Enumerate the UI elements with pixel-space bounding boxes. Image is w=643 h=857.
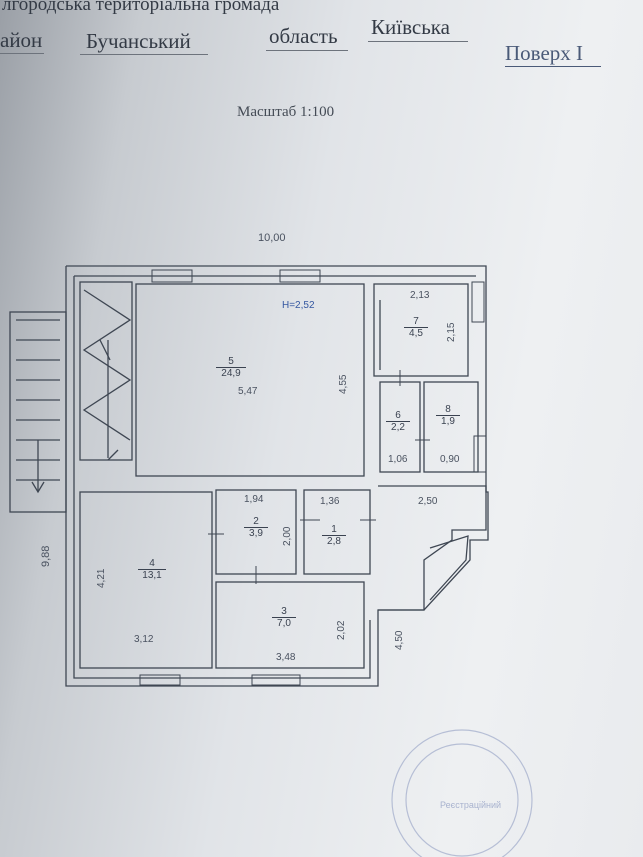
room-4 bbox=[79, 491, 213, 669]
room-7-width: 2,13 bbox=[410, 290, 430, 301]
room-label-5: 5 24,9 bbox=[216, 356, 246, 379]
room-3-depth: 2,02 bbox=[336, 620, 347, 640]
district-value: Бучанський bbox=[86, 29, 191, 53]
annex bbox=[378, 485, 487, 611]
room-7 bbox=[373, 283, 469, 377]
overall-width-label: 10,00 bbox=[258, 232, 286, 244]
room-1 bbox=[303, 489, 371, 575]
region-label-underline bbox=[266, 50, 348, 51]
district-label: айон bbox=[0, 28, 43, 52]
room-area: 3,9 bbox=[249, 528, 263, 539]
room-8 bbox=[423, 381, 479, 473]
community-title: лгородська територіальна громада bbox=[2, 0, 280, 15]
room-number: 2 bbox=[244, 516, 268, 528]
room-number: 4 bbox=[138, 558, 166, 570]
overall-depth-label: 9,88 bbox=[40, 545, 52, 567]
room-area: 7,0 bbox=[277, 618, 291, 629]
region-value-underline bbox=[368, 41, 468, 42]
room-1-width: 1,36 bbox=[320, 496, 340, 507]
room-number: 8 bbox=[436, 404, 460, 416]
room-5-width: 5,47 bbox=[238, 386, 258, 397]
room-3 bbox=[215, 581, 365, 669]
room-2-width: 1,94 bbox=[244, 494, 264, 505]
room-label-4: 4 13,1 bbox=[138, 558, 166, 581]
stamp-text: Реєстраційний bbox=[440, 800, 502, 810]
room-6-width: 1,06 bbox=[388, 454, 408, 465]
room-label-1: 1 2,8 bbox=[322, 524, 346, 547]
room-7-depth: 2,15 bbox=[446, 322, 457, 342]
room-5 bbox=[135, 283, 365, 477]
room-label-6: 6 2,2 bbox=[386, 410, 410, 433]
room-area: 24,9 bbox=[221, 368, 241, 379]
annex-width: 2,50 bbox=[418, 496, 438, 507]
room-label-7: 7 4,5 bbox=[404, 316, 428, 339]
room-area: 2,2 bbox=[391, 422, 405, 433]
exterior-stair bbox=[9, 311, 67, 513]
region-label: область bbox=[269, 24, 338, 48]
room-number: 6 bbox=[386, 410, 410, 422]
room-number: 5 bbox=[216, 356, 246, 368]
room-5-depth: 4,55 bbox=[338, 374, 349, 394]
room-label-2: 2 3,9 bbox=[244, 516, 268, 539]
room-area: 13,1 bbox=[142, 570, 162, 581]
region-value: Київська bbox=[371, 15, 450, 39]
annex-depth: 4,50 bbox=[394, 630, 405, 650]
scale-label: Масштаб 1:100 bbox=[237, 104, 335, 120]
room-4-width: 3,12 bbox=[134, 634, 154, 645]
room-area: 1,9 bbox=[441, 416, 455, 427]
room-area: 2,8 bbox=[327, 536, 341, 547]
room-label-3: 3 7,0 bbox=[272, 606, 296, 629]
room-area: 4,5 bbox=[409, 328, 423, 339]
room-8-width: 0,90 bbox=[440, 454, 460, 465]
registration-stamp bbox=[391, 729, 533, 857]
room-label-8: 8 1,9 bbox=[436, 404, 460, 427]
room-number: 3 bbox=[272, 606, 296, 618]
room-number: 1 bbox=[322, 524, 346, 536]
room-4-depth: 4,21 bbox=[96, 568, 107, 588]
room-2-depth: 2,00 bbox=[282, 526, 293, 546]
district-value-underline bbox=[80, 54, 208, 55]
floor-underline bbox=[505, 66, 601, 67]
staircase bbox=[79, 281, 133, 461]
room-3-width: 3,48 bbox=[276, 652, 296, 663]
district-label-underline bbox=[0, 53, 44, 54]
height-label: H=2,52 bbox=[282, 300, 315, 311]
floor-label: Поверх I bbox=[505, 41, 584, 65]
room-number: 7 bbox=[404, 316, 428, 328]
